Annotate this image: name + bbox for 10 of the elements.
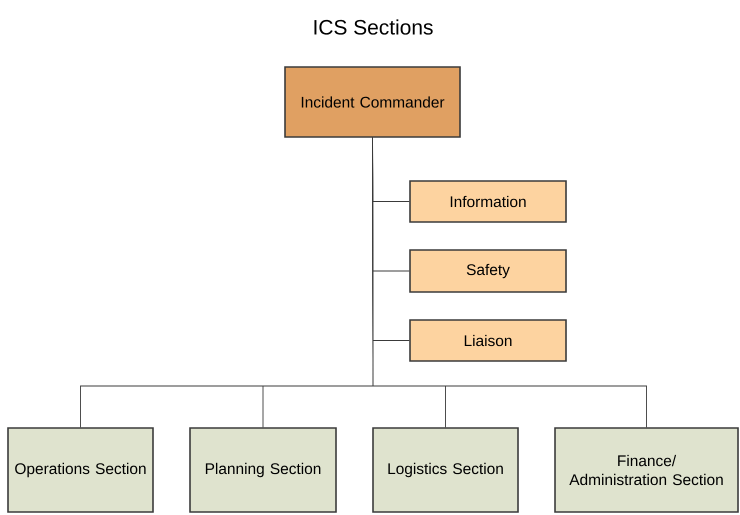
staff-box: Safety [409, 249, 567, 293]
staff-box: Information [409, 180, 567, 223]
title: ICS Sections [314, 19, 433, 35]
commander-box: Incident Commander [284, 66, 461, 138]
connector-line [372, 137, 647, 428]
section-box: Logistics Section [372, 427, 519, 513]
section-box: Finance/ Administration Section [554, 427, 739, 513]
staff-box: Liaison [409, 319, 567, 362]
section-box: Operations Section [7, 427, 154, 513]
section-box: Planning Section [189, 427, 337, 513]
